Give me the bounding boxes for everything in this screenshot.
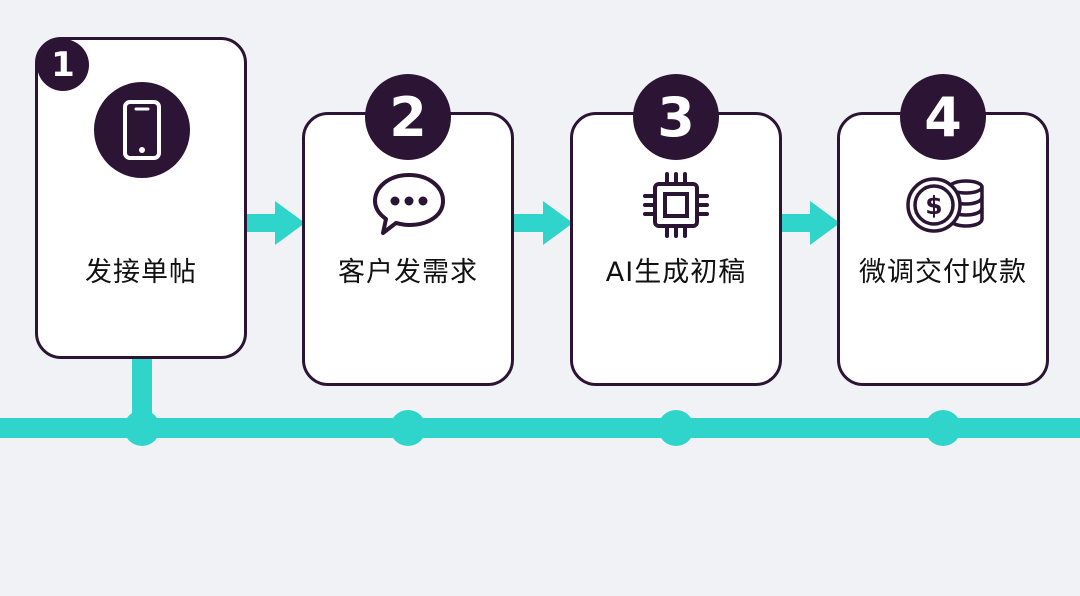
chat-bubble-icon bbox=[373, 173, 445, 235]
arrow-right-icon bbox=[780, 201, 840, 245]
timeline-node-2 bbox=[390, 410, 426, 446]
step-card-1: 发接单帖 bbox=[35, 37, 247, 359]
svg-text:$: $ bbox=[925, 191, 942, 220]
arrow-right-icon bbox=[513, 201, 573, 245]
step-label: 微调交付收款 bbox=[859, 257, 1027, 288]
timeline-node-3 bbox=[658, 410, 694, 446]
step-number-badge: 4 bbox=[900, 74, 986, 160]
step-number-badge: 2 bbox=[365, 74, 451, 160]
arrow-right-icon bbox=[245, 201, 305, 245]
step-label: 发接单帖 bbox=[85, 257, 197, 288]
cpu-chip-icon bbox=[643, 172, 709, 238]
smartphone-icon bbox=[94, 82, 190, 178]
timeline-node-1 bbox=[124, 410, 160, 446]
step-number-badge: 1 bbox=[37, 39, 89, 91]
step-label: 客户发需求 bbox=[338, 257, 478, 288]
timeline-bar bbox=[0, 418, 1080, 438]
timeline-node-4 bbox=[925, 410, 961, 446]
step-card-2: 客户发需求 bbox=[302, 112, 514, 386]
step-number-badge: 3 bbox=[633, 74, 719, 160]
coins-dollar-icon: $ bbox=[906, 177, 984, 233]
step-label: AI生成初稿 bbox=[605, 257, 747, 288]
